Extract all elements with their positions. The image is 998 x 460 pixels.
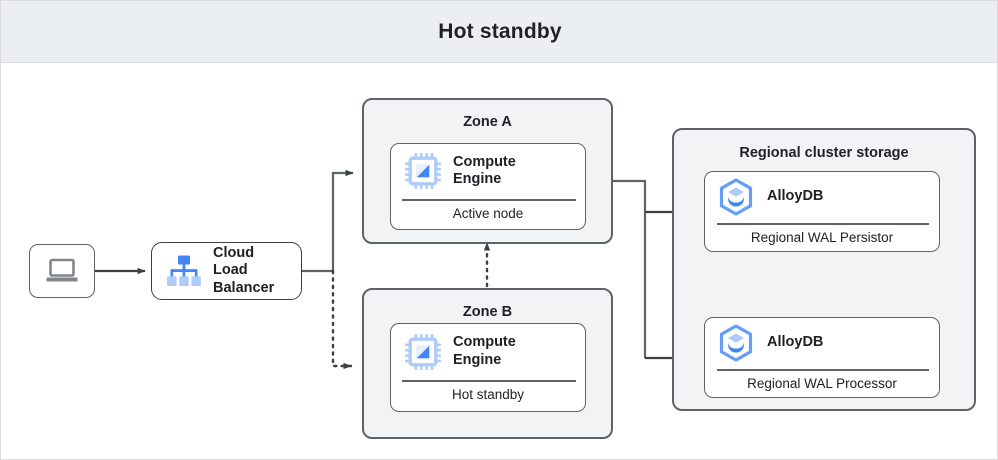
zone-a-compute-engine-card[interactable]: Compute Engine Active node bbox=[390, 143, 586, 230]
wal-processor-card-subtitle: Regional WAL Processor bbox=[747, 376, 897, 391]
compute-engine-icon bbox=[405, 153, 441, 189]
cloud-load-balancer-icon bbox=[167, 255, 201, 286]
cloud-load-balancer-label: Cloud Load Balancer bbox=[213, 245, 274, 297]
page-title: Hot standby bbox=[438, 20, 562, 43]
regional-cluster-storage-title: Regional cluster storage bbox=[739, 145, 909, 161]
wire-load-balancer-to-zone-b bbox=[331, 269, 353, 370]
cloud-load-balancer-box[interactable]: Cloud Load Balancer bbox=[151, 242, 302, 300]
zone-a-title-line-1: Compute bbox=[453, 153, 516, 170]
zone-a-card-header: Compute Engine bbox=[391, 144, 585, 198]
lb-label-line-2: Load bbox=[213, 262, 248, 279]
wire-load-balancer-to-zone-a bbox=[331, 169, 354, 271]
wal-persistor-card-title: AlloyDB bbox=[767, 188, 824, 205]
header-bar bbox=[1, 1, 997, 63]
alloydb-icon bbox=[719, 324, 753, 362]
zone-a-card-title: Compute Engine bbox=[453, 154, 516, 188]
zone-a-title-line-2: Engine bbox=[453, 171, 502, 187]
wal-processor-card-title: AlloyDB bbox=[767, 334, 824, 351]
zone-b-compute-engine-card[interactable]: Compute Engine Hot standby bbox=[390, 323, 586, 412]
wal-persistor-card-divider bbox=[717, 223, 929, 225]
zone-a-card-divider bbox=[402, 199, 576, 201]
wal-persistor-card-subtitle: Regional WAL Persistor bbox=[750, 230, 894, 245]
zone-a-card-subtitle: Active node bbox=[452, 206, 524, 221]
compute-engine-icon bbox=[405, 333, 441, 370]
wal-persistor-card-header: AlloyDB bbox=[705, 172, 939, 222]
laptop-icon bbox=[46, 258, 78, 282]
zone-b-title-line-1: Compute bbox=[453, 334, 516, 351]
lb-label-line-3: Balancer bbox=[213, 279, 275, 296]
alloydb-wal-persistor-card[interactable]: AlloyDB Regional WAL Persistor bbox=[704, 171, 940, 252]
wal-processor-card-header: AlloyDB bbox=[705, 318, 939, 368]
zone-b-title: Zone B bbox=[462, 304, 513, 320]
zone-b-card-divider bbox=[402, 380, 576, 382]
alloydb-icon bbox=[719, 178, 753, 216]
zone-a-title: Zone A bbox=[463, 114, 512, 130]
zone-b-card-subtitle: Hot standby bbox=[451, 387, 525, 402]
zone-b-title-line-2: Engine bbox=[453, 351, 502, 368]
wal-processor-card-divider bbox=[717, 369, 929, 371]
zone-b-card-title: Compute Engine bbox=[453, 334, 516, 368]
lb-label-line-1: Cloud bbox=[213, 244, 255, 261]
zone-b-card-header: Compute Engine bbox=[391, 324, 585, 379]
alloydb-wal-processor-card[interactable]: AlloyDB Regional WAL Processor bbox=[704, 317, 940, 398]
client-device-box[interactable] bbox=[29, 244, 95, 298]
